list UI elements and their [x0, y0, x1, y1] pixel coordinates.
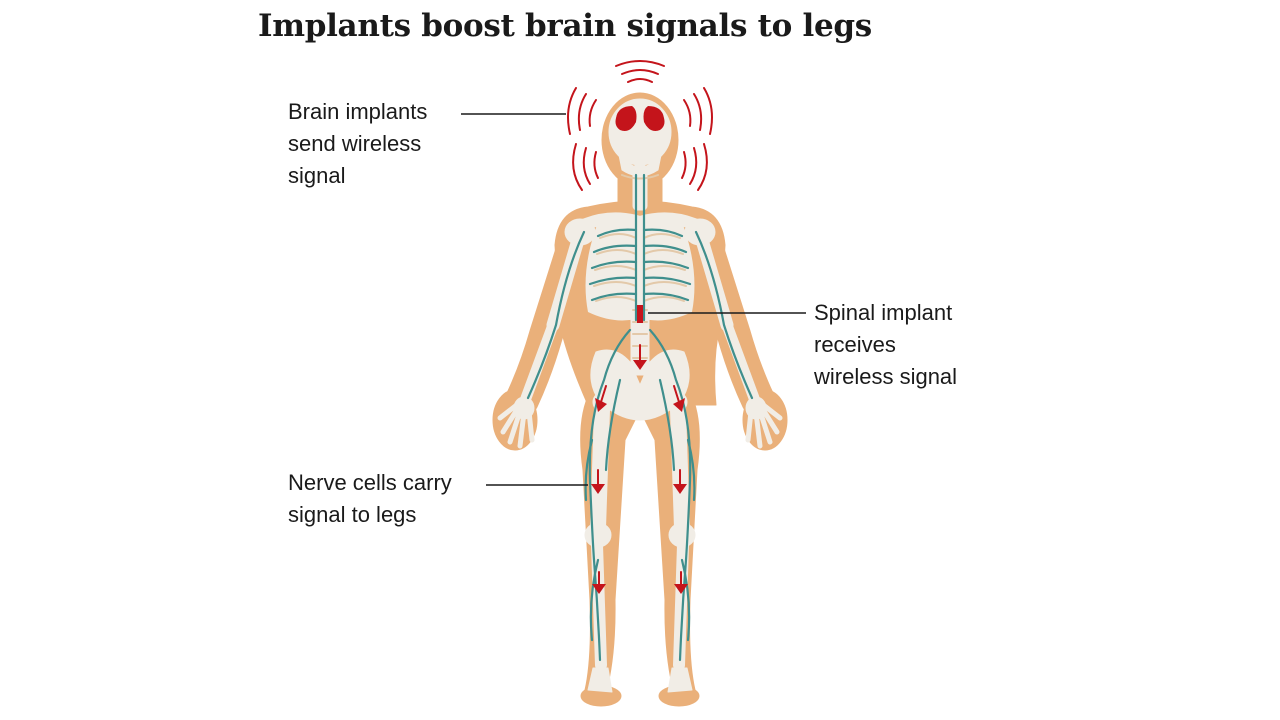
- label-brain-implants: Brain implants send wireless signal: [288, 99, 428, 188]
- brain-implants: [615, 106, 665, 131]
- diagram-title: Implants boost brain signals to legs: [258, 8, 872, 44]
- label-spinal-implant: Spinal implant receives wireless signal: [814, 300, 958, 389]
- leader-lines: [461, 113, 806, 486]
- nerve-network: [526, 173, 754, 662]
- signal-arrows: [591, 344, 688, 594]
- label-nerve-cells: Nerve cells carry signal to legs: [288, 470, 452, 527]
- spinal-implant: [637, 305, 643, 323]
- wireless-signal-waves: [567, 60, 713, 191]
